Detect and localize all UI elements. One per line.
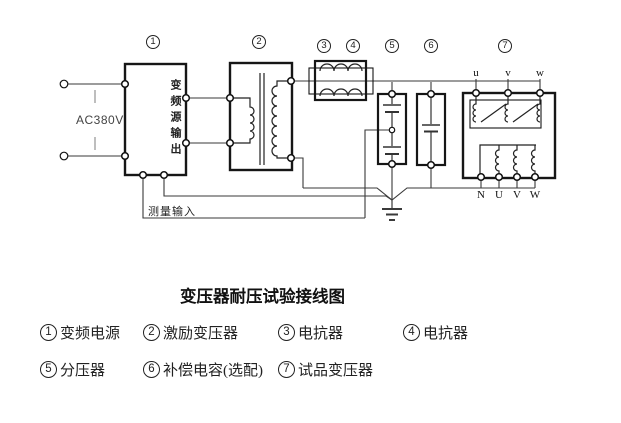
compensation-capacitor-symbol	[422, 97, 440, 162]
legend-item-3: 3 电抗器	[278, 322, 343, 343]
test-transformer-windings	[472, 95, 541, 177]
inverter-output-label: 变频源输出	[169, 79, 181, 159]
component-number-5: 5	[385, 39, 399, 53]
terminal	[181, 93, 191, 103]
lv-terminal-label-V: V	[513, 189, 521, 201]
lv-coil	[494, 145, 500, 177]
legend-number-3: 3	[278, 324, 295, 341]
legend-item-4: 4 电抗器	[403, 322, 468, 343]
cap-bottom-terminal	[426, 160, 436, 170]
legend-number-7: 7	[278, 361, 295, 378]
reactor-coil-bottom	[319, 88, 363, 97]
legend-label-6: 补偿电容(选配)	[163, 363, 263, 379]
ac-input-terminal	[59, 151, 69, 161]
lv-coil	[512, 145, 518, 177]
component-number-1: 1	[146, 35, 160, 49]
legend-label-2: 激励变压器	[163, 326, 239, 342]
divider-top-terminal	[387, 89, 397, 99]
hv-coil	[536, 95, 541, 123]
terminal-U	[494, 172, 504, 182]
hv-coil	[504, 95, 509, 123]
legend-number-5: 5	[40, 361, 57, 378]
legend-label-4: 电抗器	[423, 326, 469, 342]
ground-symbol	[382, 200, 402, 221]
legend-item-2: 2 激励变压器	[143, 322, 238, 343]
lv-terminal-label-N: N	[477, 189, 485, 201]
measure-terminal	[159, 170, 169, 180]
legend-number-2: 2	[143, 324, 160, 341]
terminal	[181, 138, 191, 148]
measure-input-label: 测量输入	[148, 206, 196, 218]
terminal	[286, 76, 296, 86]
measure-terminal	[138, 170, 148, 180]
terminal-u	[471, 88, 481, 98]
legend-item-6: 6 补偿电容(选配)	[143, 359, 263, 380]
reactor-outer-frame	[308, 67, 374, 95]
primary-winding-coil	[230, 97, 255, 144]
lv-winding-frame	[479, 144, 536, 177]
terminal-w	[535, 88, 545, 98]
hv-winding-frame	[469, 99, 542, 129]
circuit-diagram	[59, 59, 557, 221]
component-number-7: 7	[498, 39, 512, 53]
wires	[68, 79, 541, 219]
terminal	[225, 138, 235, 148]
component-boxes	[123, 59, 557, 180]
legend-item-7: 7 试品变压器	[278, 359, 373, 380]
terminal	[120, 79, 130, 89]
voltage-divider-capacitors	[383, 97, 401, 161]
hv-terminal-label-v: v	[505, 67, 511, 79]
divider-bottom-terminal	[387, 159, 397, 169]
legend-item-1: 1 变频电源	[40, 322, 120, 343]
divider-tap-terminal	[388, 126, 396, 134]
terminals	[59, 76, 545, 182]
wire-measure-lower	[142, 179, 365, 219]
frequency-source-box	[123, 62, 188, 177]
legend-item-5: 5 分压器	[40, 359, 105, 380]
terminal-V	[512, 172, 522, 182]
lv-terminal-label-U: U	[495, 189, 503, 201]
component-number-4: 4	[346, 39, 360, 53]
legend-number-6: 6	[143, 361, 160, 378]
hv-diagonal-link	[512, 103, 539, 123]
legend-label-5: 分压器	[60, 363, 106, 379]
ac-input-label: AC380V	[76, 113, 124, 127]
reactor-coils	[319, 63, 363, 97]
legend-label-3: 电抗器	[298, 326, 344, 342]
terminal-N	[476, 172, 486, 182]
terminal-v	[503, 88, 513, 98]
hv-terminal-label-u: u	[473, 67, 479, 79]
excitation-transformer-box	[228, 61, 294, 172]
wire-measure-to-ground	[163, 179, 393, 201]
terminal	[286, 153, 296, 163]
hv-terminal-label-w: w	[536, 67, 544, 79]
legend-label-1: 变频电源	[60, 326, 121, 342]
ac-input-terminal	[59, 79, 69, 89]
component-number-6: 6	[424, 39, 438, 53]
lv-coil	[530, 145, 536, 177]
legend-label-7: 试品变压器	[298, 363, 374, 379]
lv-terminal-label-W: W	[529, 189, 541, 201]
reactor-box	[313, 59, 368, 102]
legend-number-4: 4	[403, 324, 420, 341]
terminal-W	[530, 172, 540, 182]
wire-measure-to-divider-tap	[364, 129, 389, 218]
cap-top-terminal	[426, 89, 436, 99]
hv-diagonal-link	[480, 103, 507, 123]
excitation-transformer-windings	[230, 73, 291, 165]
reactor-coil-top	[319, 63, 363, 72]
component-number-2: 2	[252, 35, 266, 49]
component-number-3: 3	[317, 39, 331, 53]
hv-coil	[472, 95, 477, 123]
diagram-title: 变压器耐压试验接线图	[180, 287, 345, 306]
secondary-winding-coil	[271, 80, 291, 159]
terminal	[225, 93, 235, 103]
legend-number-1: 1	[40, 324, 57, 341]
terminal	[120, 151, 130, 161]
